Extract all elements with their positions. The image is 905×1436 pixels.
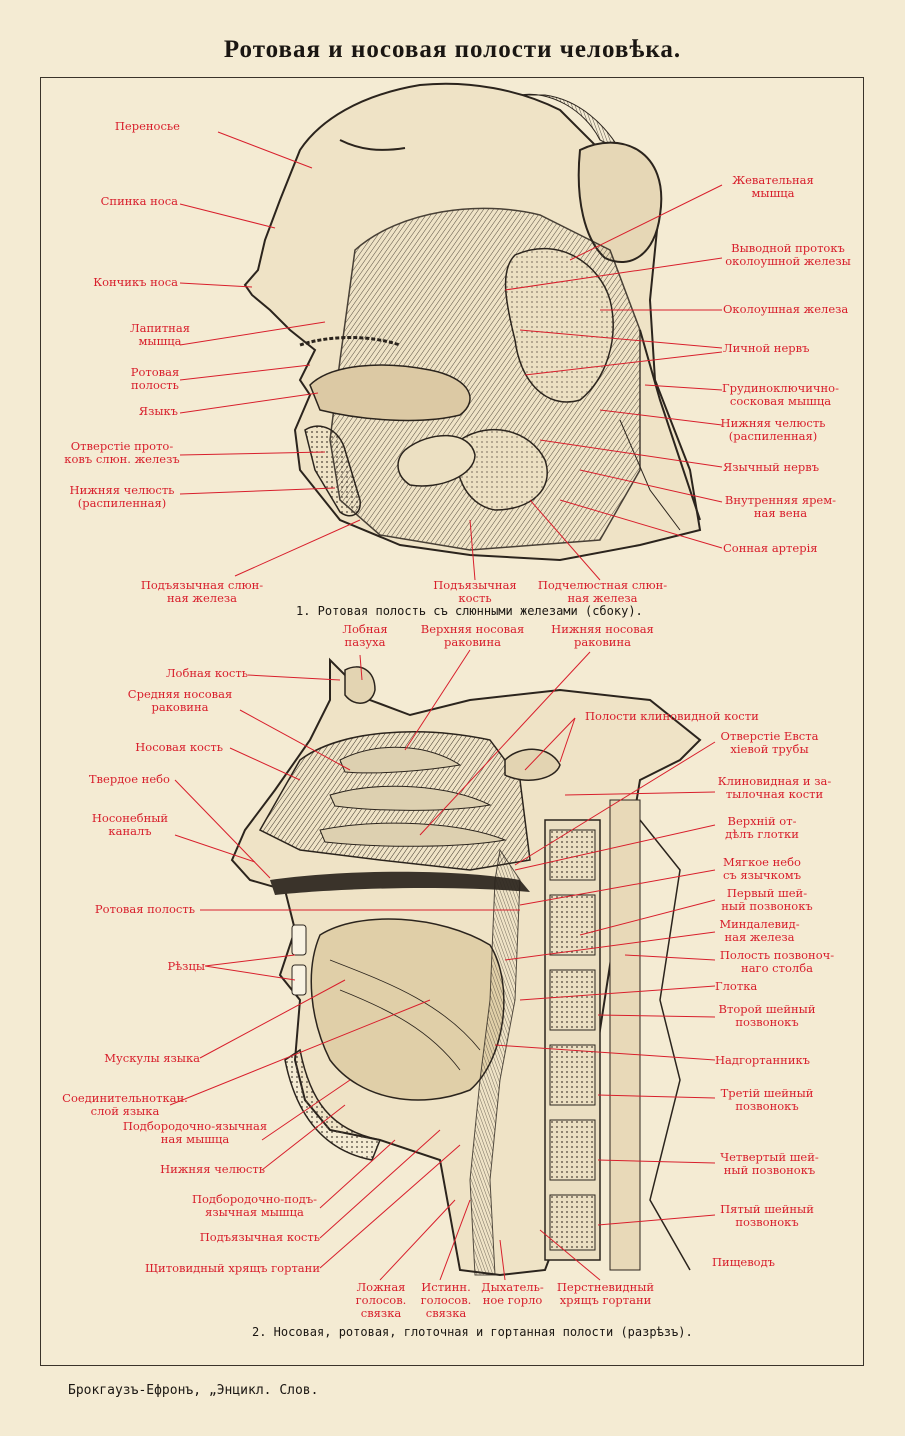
label-verkh-otdel-glotki: Верхній от-дѣлъ глотки (725, 814, 799, 841)
figure2-caption: 2. Носовая, ротовая, глоточная и гортанн… (252, 1325, 693, 1339)
label-yazychny-nerv: Язычный нервъ (723, 460, 820, 474)
label-istinnaya-svyazka: Истинн.голосов.связка (420, 1280, 472, 1320)
label-podchelyust-zheleza: Подчелюстная слюн-ная железа (537, 578, 668, 605)
page-title: Ротовая и носовая полости человѣка. (223, 36, 682, 63)
label-tverdoe-nebo: Твердое небо (88, 772, 170, 786)
label-sonnaya-arteriya: Сонная артерія (723, 541, 818, 555)
label-klinovid-polost: Полости клиновидной кости (585, 709, 759, 723)
label-polost-pozvonochnogo: Полость позвоноч-наго столба (719, 948, 835, 975)
label-soedinit-sloy: Соединительноткан.слой языка (62, 1091, 188, 1118)
label-nizhnyaya-chelyust-left: Нижняя челюсть(распиленная) (69, 483, 175, 510)
label-nadgortannik: Надгортанникъ (715, 1053, 810, 1067)
figure1-head-side-view (243, 82, 702, 562)
label-otverstie-protokov: Отверстіе прото-ковъ слюн. железъ (64, 439, 180, 466)
label-reztsy: Рѣзцы (167, 959, 206, 973)
label-lobnaya-kost: Лобная кость (165, 666, 248, 680)
label-glotka: Глотка (715, 979, 758, 993)
plate-frame (40, 77, 864, 1366)
label-nizh-chelyust-fig2: Нижняя челюсть (160, 1162, 265, 1176)
label-rotovaya-polost: Ротовая полость (94, 902, 195, 916)
label-konchik-nosa: Кончикъ носа (93, 275, 178, 289)
label-perv-pozvonok: Первый шей-ный позвонокъ (721, 886, 813, 913)
label-nosovaya-kost: Носовая кость (135, 740, 223, 754)
label-chetv-pozvonok: Четвертый шей-ный позвонокъ (720, 1150, 819, 1177)
figure1-caption: 1. Ротовая полость съ слюнными железами … (296, 604, 643, 618)
label-muskuly-yazyka: Мускулы языка (104, 1051, 200, 1065)
label-vnutr-vena: Внутренняя ярем-ная вена (724, 493, 837, 520)
label-okoloushnaya: Околоушная железа (723, 302, 849, 316)
label-lichnoy-nerv: Личной нервъ (723, 341, 810, 355)
label-klinovid-zatylochnaya: Клиновидная и за-тылочная кости (717, 774, 832, 801)
cervical-spine (544, 799, 691, 1271)
label-shchitovidny-khryashch: Щитовидный хрящъ гортани (144, 1261, 320, 1275)
label-yazyk: Языкъ (138, 404, 178, 418)
figure2-sagittal-section (230, 657, 702, 1277)
label-nizhnyaya-chelyust-right: Нижняя челюсть(распиленная) (720, 416, 826, 443)
label-spinka-nosa: Спинка носа (100, 194, 178, 208)
publisher-footer: Брокгаузъ-Ефронъ, „Энцикл. Слов. (68, 1383, 319, 1398)
label-mindalevidnaya: Миндалевид-ная железа (719, 917, 800, 944)
label-podyaz-zheleza: Подъязычная слюн-ная железа (140, 578, 264, 605)
label-grudinoklyuchichno: Грудиноключично-сосковая мышца (722, 381, 839, 408)
label-podyaz-kost-fig2: Подъязычная кость (199, 1230, 320, 1244)
label-dykhatelnoe-gorlo: Дыхатель-ное горло (481, 1280, 544, 1307)
label-perenosye: Переносье (114, 119, 180, 133)
label-podborodochno-podyazychnaya: Подбородочно-подъ-язычная мышца (191, 1192, 318, 1219)
label-pishchevod: Пищеводъ (712, 1255, 775, 1269)
leader-lines (169, 131, 723, 1281)
